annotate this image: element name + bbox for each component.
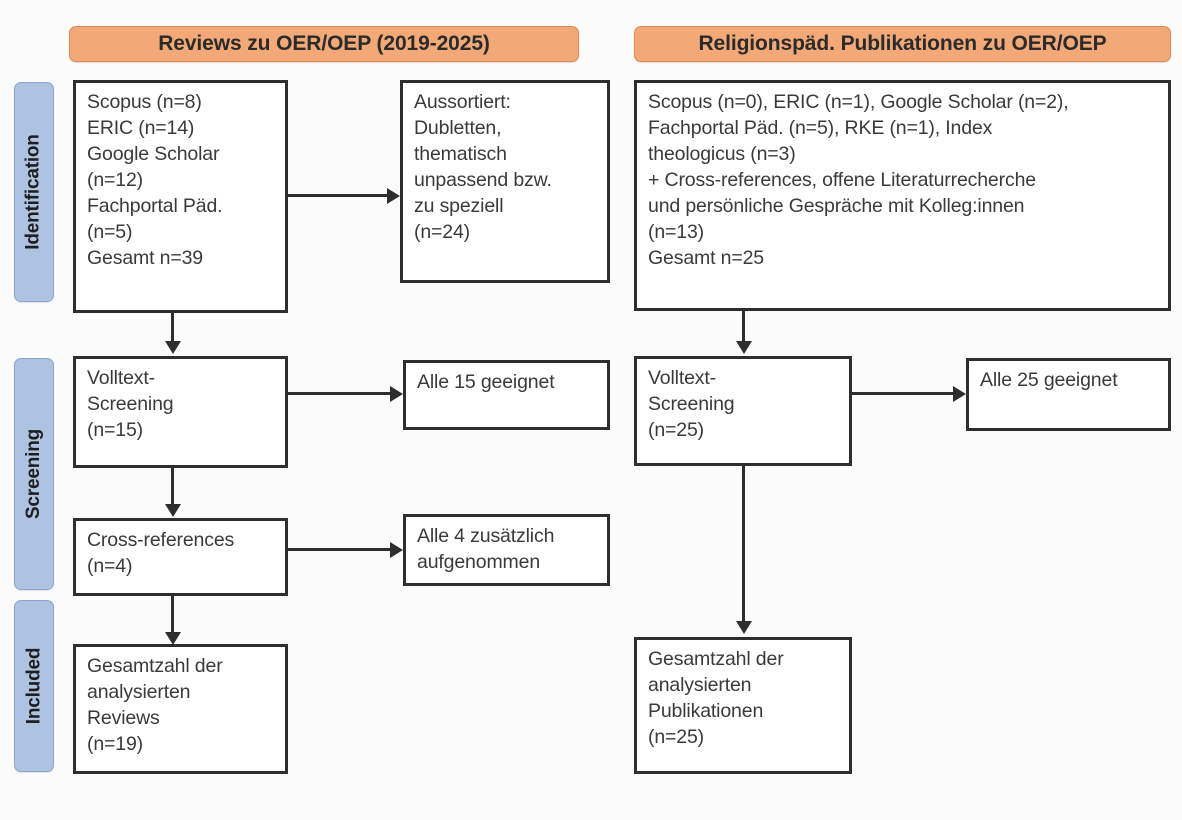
stage-pill-identification: Identification: [14, 82, 54, 302]
stage-pill-screening: Screening: [14, 358, 54, 590]
arrowhead-left-identification-to-excluded: [387, 187, 400, 204]
connector-left-screening-to-crossrefs: [171, 468, 174, 506]
arrowhead-right-screening-to-result: [953, 385, 966, 402]
connector-left-screening-to-result: [288, 392, 391, 395]
box-left-screening-result: Alle 15 geeignet: [403, 360, 610, 430]
stage-label-identification: Identification: [23, 134, 45, 250]
arrowhead-left-crossrefs-to-result: [390, 541, 403, 558]
arrowhead-left-identification-to-screening: [164, 341, 181, 354]
box-left-excluded: Aussortiert: Dubletten, thematisch unpas…: [400, 80, 610, 283]
connector-left-crossrefs-to-included: [171, 596, 174, 634]
column-header-religionspaed: Religionspäd. Publikationen zu OER/OEP: [634, 26, 1171, 62]
box-left-fulltext-screening: Volltext- Screening (n=15): [73, 356, 288, 468]
arrowhead-left-screening-to-crossrefs: [164, 504, 181, 517]
box-left-included: Gesamtzahl der analysierten Reviews (n=1…: [73, 644, 288, 774]
arrowhead-right-identification-to-screening: [735, 341, 752, 354]
box-right-fulltext-screening: Volltext- Screening (n=25): [634, 356, 852, 466]
stage-label-included: Included: [23, 647, 45, 725]
box-left-crossrefs-result: Alle 4 zusätzlich aufgenommen: [403, 514, 610, 586]
connector-right-identification-to-screening: [742, 311, 745, 343]
connector-left-identification-to-excluded: [288, 194, 388, 197]
box-right-screening-result: Alle 25 geeignet: [966, 358, 1171, 431]
connector-right-screening-to-result: [852, 392, 955, 395]
connector-left-identification-to-screening: [171, 313, 174, 343]
arrowhead-left-screening-to-result: [390, 385, 403, 402]
box-left-identification-sources: Scopus (n=8) ERIC (n=14) Google Scholar …: [73, 80, 288, 313]
connector-right-screening-to-included: [742, 466, 745, 623]
stage-pill-included: Included: [14, 600, 54, 772]
box-right-identification-sources: Scopus (n=0), ERIC (n=1), Google Scholar…: [634, 80, 1171, 311]
connector-left-crossrefs-to-result: [288, 548, 391, 551]
box-left-crossrefs: Cross-references (n=4): [73, 518, 288, 596]
box-right-included: Gesamtzahl der analysierten Publikatione…: [634, 637, 852, 774]
arrowhead-right-screening-to-included: [735, 621, 752, 634]
column-header-reviews: Reviews zu OER/OEP (2019-2025): [69, 26, 579, 62]
arrowhead-left-crossrefs-to-included: [164, 632, 181, 645]
stage-label-screening: Screening: [23, 428, 45, 520]
